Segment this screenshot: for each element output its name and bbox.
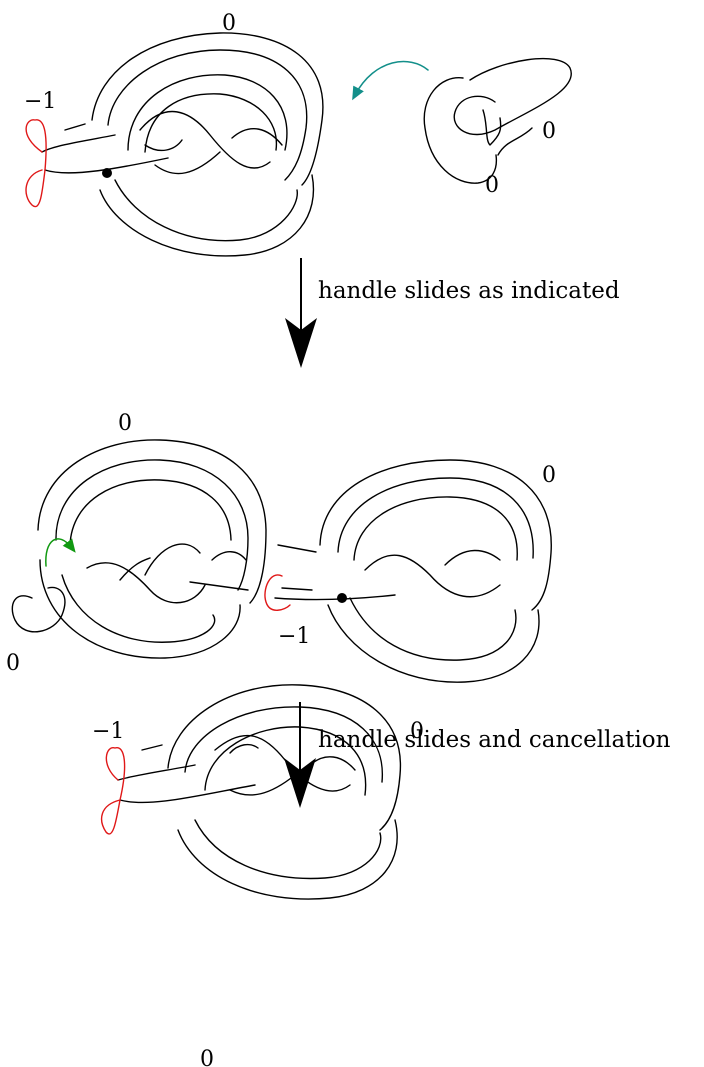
framing-label-right-3: 0 [410, 719, 424, 744]
framing-label-bottom-3: 0 [200, 1047, 214, 1067]
step-arrow-1 [285, 258, 317, 368]
unknot-pair [423, 57, 572, 184]
knot-strands-2-left [11, 439, 267, 659]
slide-arrow-teal [352, 60, 429, 101]
meridian-red-2 [264, 574, 291, 611]
unknot-label-b: 0 [485, 173, 499, 198]
meridian-red-1 [25, 119, 47, 208]
unknot-label-a: 0 [542, 119, 556, 144]
knot-strands-1 [41, 32, 324, 257]
meridian-red-3 [100, 747, 126, 835]
basepoint-dot-2 [337, 593, 347, 603]
framing-label-left-top: 0 [118, 411, 132, 436]
knot-strands-2-right [274, 459, 552, 683]
knot-strands-3 [117, 684, 402, 900]
basepoint-dot-1 [102, 168, 112, 178]
step-caption-2: handle slides and cancellation [318, 727, 671, 753]
diagram-1: 0 −1 0 0 [24, 11, 572, 257]
slide-arrow-green [45, 538, 76, 567]
framing-label-minus-one-3: −1 [92, 719, 124, 744]
step-caption-1: handle slides as indicated [318, 278, 620, 304]
diagram-2: 0 0 0 −1 [6, 411, 556, 683]
framing-label-right-top: 0 [542, 463, 556, 488]
framing-label-minus-one: −1 [24, 89, 56, 114]
framing-label-top: 0 [222, 11, 236, 36]
framing-label-left-bottom: 0 [6, 651, 20, 676]
diagram-3: −1 0 0 [92, 684, 424, 1067]
step-arrow-2 [284, 702, 316, 808]
framing-label-minus-one-2: −1 [278, 624, 310, 649]
